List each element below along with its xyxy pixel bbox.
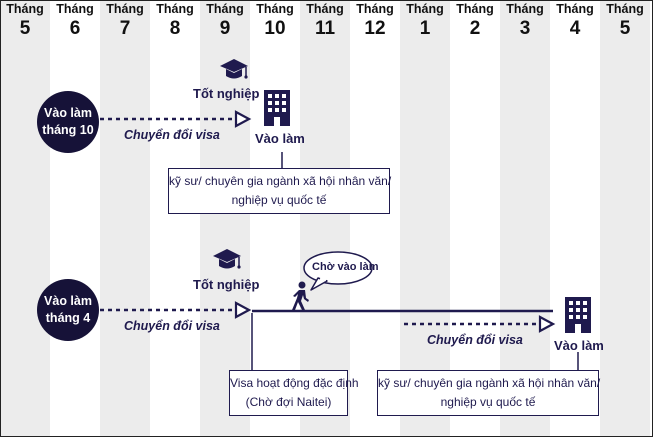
month-label: Tháng xyxy=(306,2,344,16)
row1-box-line1: kỹ sư/ chuyên gia ngành xã hội nhân văn/ xyxy=(169,174,392,188)
month-7: Tháng 7 xyxy=(100,2,150,40)
month-number: 11 xyxy=(314,18,336,39)
month-2: Tháng 2 xyxy=(450,2,500,40)
month-label: Tháng xyxy=(6,2,44,16)
month-6: Tháng 6 xyxy=(50,2,100,40)
month-column-stripe xyxy=(400,0,450,437)
month-number: 10 xyxy=(264,18,286,39)
office-building-icon xyxy=(264,90,290,126)
month-11: Tháng 11 xyxy=(300,2,350,40)
month-number: 9 xyxy=(219,18,231,39)
row2-join-label: Vào làm xyxy=(554,338,604,353)
row2-visa-change-label-2: Chuyển đổi visa xyxy=(427,333,523,347)
row2-graduation-label: Tốt nghiệp xyxy=(193,277,260,292)
month-9: Tháng 9 xyxy=(200,2,250,40)
month-4: Tháng 4 xyxy=(550,2,600,40)
graduation-cap-icon xyxy=(220,59,248,79)
month-number: 4 xyxy=(569,18,581,39)
month-number: 3 xyxy=(519,18,531,39)
month-number: 7 xyxy=(119,18,131,39)
row2-arrowhead-2 xyxy=(538,315,556,333)
month-label: Tháng xyxy=(556,2,594,16)
row2-visa-change-label-1: Chuyển đổi visa xyxy=(124,319,220,333)
month-number: 6 xyxy=(69,18,81,39)
month-3: Tháng 3 xyxy=(500,2,550,40)
month-column-stripe xyxy=(300,0,350,437)
month-label: Tháng xyxy=(206,2,244,16)
month-number: 5 xyxy=(619,18,631,39)
office-building-icon xyxy=(565,297,591,333)
month-1: Tháng 1 xyxy=(400,2,450,40)
month-column-stripe xyxy=(500,0,550,437)
month-label: Tháng xyxy=(506,2,544,16)
row2-specified-activity-box: Visa hoạt động đặc định (Chờ đợi Naitei) xyxy=(229,370,359,416)
month-label: Tháng xyxy=(56,2,94,16)
month-label: Tháng xyxy=(356,2,394,16)
month-5-next: Tháng 5 xyxy=(600,2,650,40)
row2-box1-line1: Visa hoạt động đặc định xyxy=(230,376,359,390)
row1-arrowhead xyxy=(234,110,252,128)
row2-visa-type-box: kỹ sư/ chuyên gia ngành xã hội nhân văn/… xyxy=(377,370,601,416)
row2-box2-line2: nghiệp vụ quốc tế xyxy=(440,395,536,409)
month-number: 2 xyxy=(469,18,481,39)
month-column-stripe xyxy=(100,0,150,437)
row2-box2-line1: kỹ sư/ chuyên gia ngành xã hội nhân văn/ xyxy=(378,376,601,390)
row1-join-label: Vào làm xyxy=(255,131,305,146)
month-number: 12 xyxy=(364,18,386,39)
month-label: Tháng xyxy=(606,2,644,16)
row2-arrowhead xyxy=(234,301,252,319)
month-label: Tháng xyxy=(456,2,494,16)
month-label: Tháng xyxy=(156,2,194,16)
month-label: Tháng xyxy=(256,2,294,16)
waiting-speech-bubble xyxy=(303,251,373,291)
row1-visa-change-label: Chuyển đổi visa xyxy=(124,128,220,142)
month-column-stripe xyxy=(0,0,50,437)
row1-graduation-label: Tốt nghiệp xyxy=(193,86,260,101)
row1-start-line2: tháng 10 xyxy=(42,123,94,137)
month-number: 8 xyxy=(169,18,181,39)
walking-person-icon xyxy=(292,281,309,310)
month-12: Tháng 12 xyxy=(350,2,400,40)
month-8: Tháng 8 xyxy=(150,2,200,40)
month-column-stripe xyxy=(600,0,650,437)
month-label: Tháng xyxy=(106,2,144,16)
month-label: Tháng xyxy=(406,2,444,16)
row1-start-circle: Vào làm tháng 10 xyxy=(37,91,99,153)
graduation-cap-icon xyxy=(213,249,241,269)
month-10: Tháng 10 xyxy=(250,2,300,40)
row2-start-line1: Vào làm xyxy=(44,294,92,308)
row1-visa-type-box: kỹ sư/ chuyên gia ngành xã hội nhân văn/… xyxy=(168,168,392,214)
row1-start-line1: Vào làm xyxy=(44,106,92,120)
waiting-bubble-text: Chờ vào làm xyxy=(312,261,379,273)
month-5: Tháng 5 xyxy=(0,2,50,40)
row2-box1-line2: (Chờ đợi Naitei) xyxy=(245,395,332,409)
row1-box-line2: nghiệp vụ quốc tế xyxy=(231,193,327,207)
month-number: 1 xyxy=(419,18,431,39)
row2-start-line2: tháng 4 xyxy=(45,311,91,325)
row2-start-circle: Vào làm tháng 4 xyxy=(37,279,99,341)
month-number: 5 xyxy=(19,18,31,39)
